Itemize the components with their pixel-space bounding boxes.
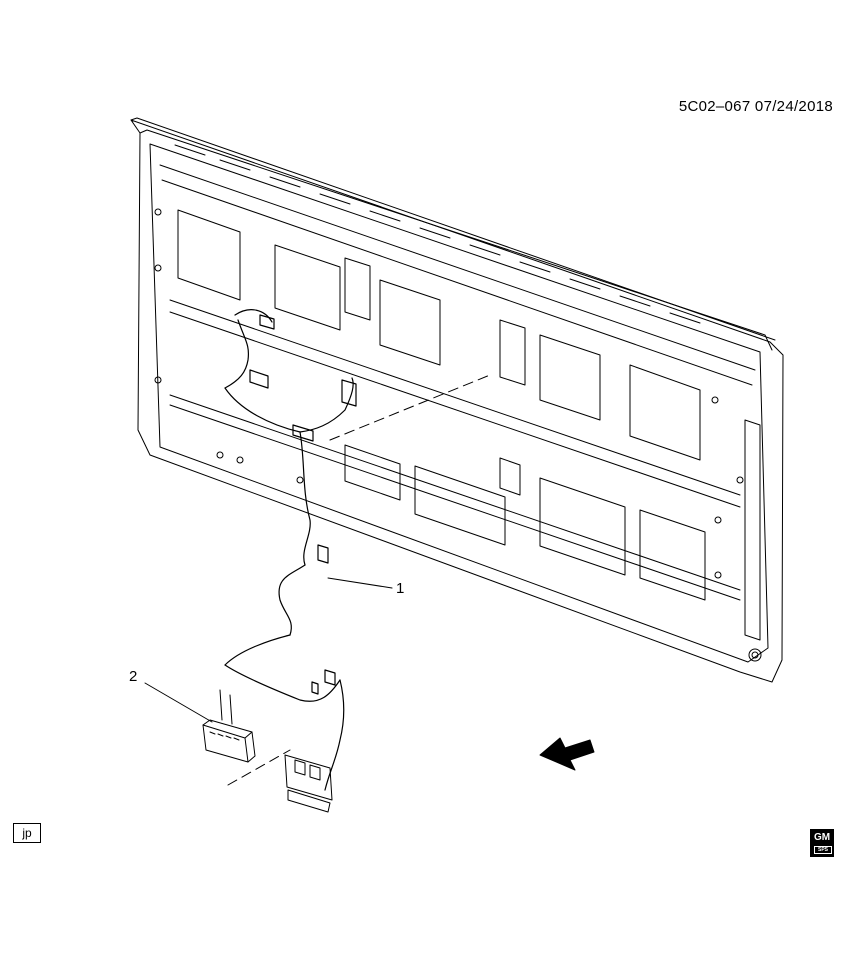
gm-logo-icon: GM SPS (810, 829, 834, 857)
electrical-connector (202, 689, 256, 763)
front-direction-arrow (539, 737, 595, 771)
callout-1-label: 1 (396, 580, 404, 597)
artist-initials-box: jp (13, 823, 41, 843)
callout-1-leader (327, 577, 393, 589)
connector-dash-line (227, 749, 291, 786)
gm-logo-subtext: SPS (814, 846, 832, 854)
frt-label: FRT (563, 742, 590, 763)
lower-pockets (344, 444, 706, 601)
alignment-dash-line (329, 374, 491, 441)
callout-2-label: 2 (129, 668, 137, 685)
tailgate-panel (130, 117, 784, 683)
diagram-code: 5C02–067 07/24/2018 (678, 98, 833, 115)
gm-logo-text: GM (813, 832, 831, 843)
top-rail-clips (159, 144, 756, 386)
wiring-harness (224, 309, 357, 791)
connector-bracket (284, 754, 333, 813)
callout-2-leader (144, 682, 213, 723)
upper-pockets (177, 209, 701, 461)
